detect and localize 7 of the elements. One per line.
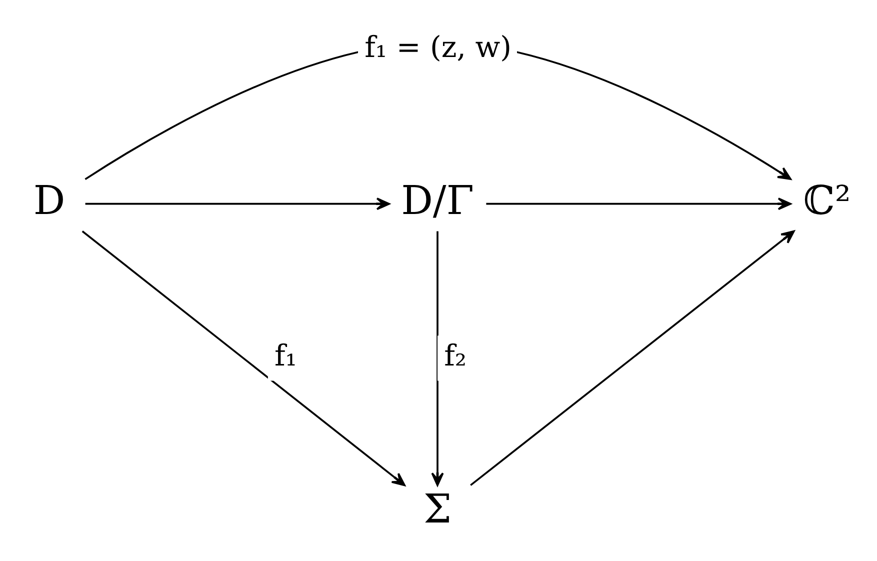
edge-label: f₁ bbox=[274, 338, 298, 372]
node-text: D bbox=[33, 177, 66, 224]
node-text: D/Γ bbox=[401, 177, 474, 224]
node-text: ℂ² bbox=[803, 177, 851, 224]
node-text: Σ bbox=[423, 486, 452, 532]
edge-label: f₁ = (z, w) bbox=[364, 29, 512, 64]
edge-label: f₂ bbox=[444, 338, 467, 372]
